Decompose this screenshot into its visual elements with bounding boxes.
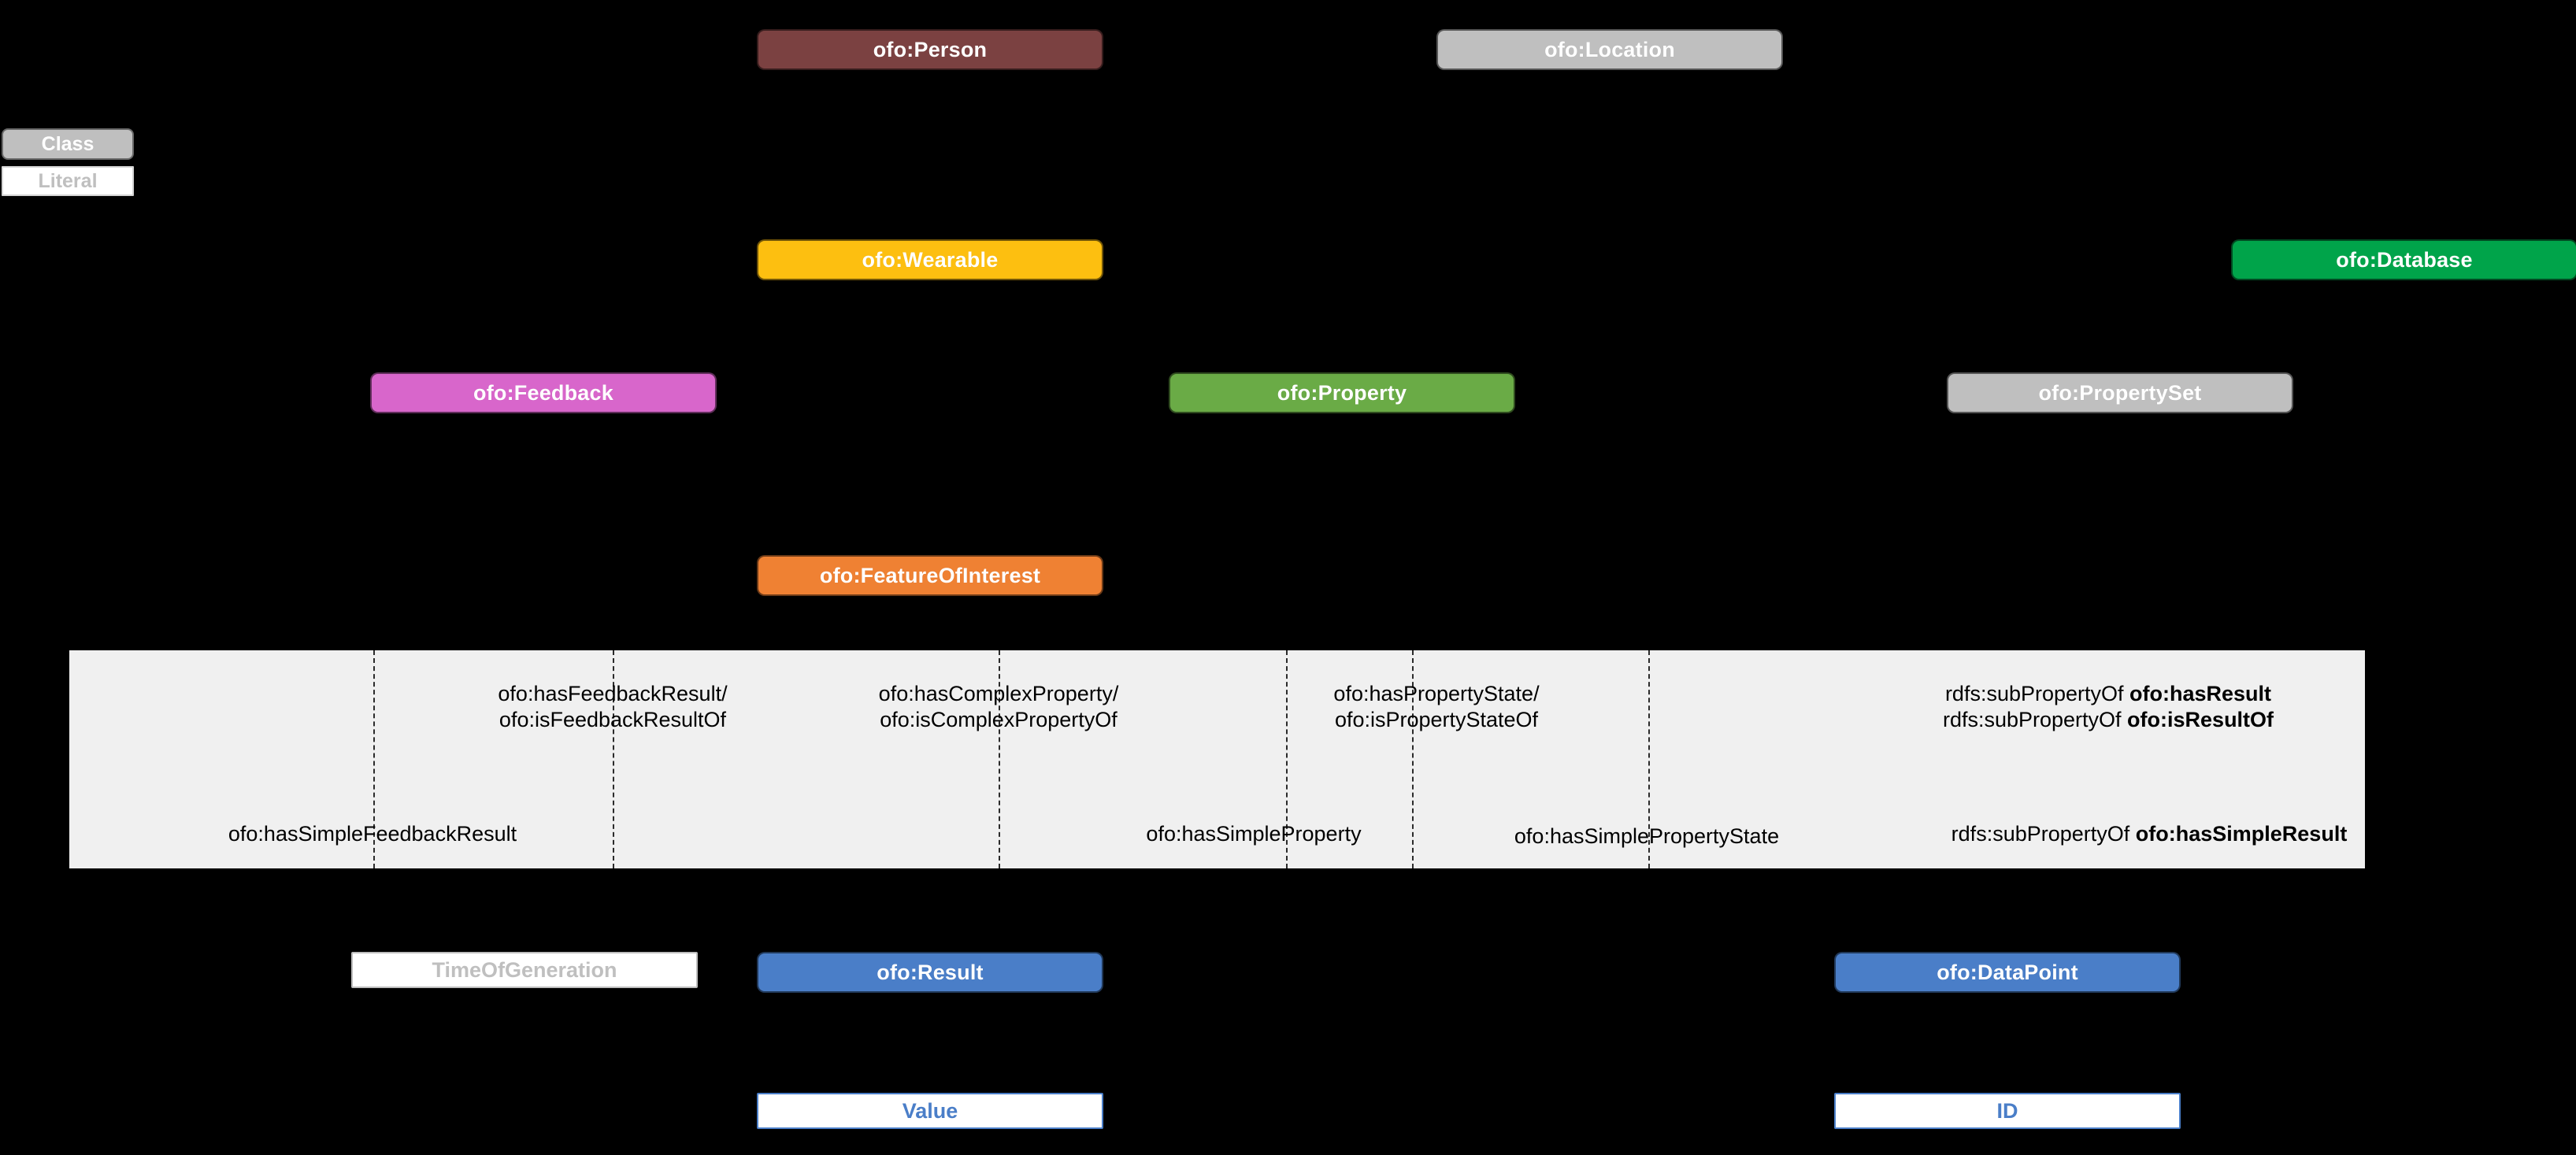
legend-class-label: Class [41, 132, 95, 155]
relation-label-line: ofo:hasComplexProperty/ [879, 681, 1119, 707]
node-label: ofo:Feedback [473, 380, 613, 405]
node-label: ID [1996, 1098, 2018, 1123]
relation-label-prefix: rdfs:subPropertyOf [1951, 822, 2136, 846]
panel-divider-5 [1648, 650, 1650, 868]
node-result[interactable]: ofo:Result [757, 952, 1103, 993]
node-person[interactable]: ofo:Person [757, 29, 1103, 70]
node-label: ofo:Result [877, 960, 984, 984]
relation-label-subproperty-has-simple-result: rdfs:subPropertyOf ofo:hasSimpleResult [1951, 821, 2348, 847]
relation-label-text: ofo:isComplexPropertyOf [880, 707, 1118, 731]
relation-label-has-simple-property-state: ofo:hasSimplePropertyState [1514, 824, 1779, 850]
relation-label-prefix: rdfs:subPropertyOf [1942, 707, 2128, 731]
node-label: ofo:Location [1544, 37, 1675, 61]
relation-label-prefix: rdfs:subPropertyOf [1944, 682, 2130, 705]
panel-divider-0 [373, 650, 375, 868]
node-wearable[interactable]: ofo:Wearable [757, 239, 1103, 280]
relation-label-line: ofo:isFeedbackResultOf [498, 707, 727, 733]
relation-label-text: ofo:isResultOf [2127, 707, 2274, 731]
relation-label-has-feedback-result: ofo:hasFeedbackResult/ofo:isFeedbackResu… [498, 681, 727, 733]
panel-divider-3 [1286, 650, 1288, 868]
node-propertyset[interactable]: ofo:PropertySet [1947, 372, 2293, 413]
relation-label-text: ofo:hasSimpleFeedbackResult [228, 822, 517, 846]
relation-label-text: ofo:isFeedbackResultOf [499, 707, 727, 731]
relation-label-text: ofo:hasSimpleProperty [1146, 822, 1362, 846]
node-value[interactable]: Value [757, 1093, 1103, 1129]
relation-label-line: ofo:hasSimpleFeedbackResult [228, 821, 517, 847]
node-property[interactable]: ofo:Property [1169, 372, 1515, 413]
relation-label-line: rdfs:subPropertyOf ofo:hasSimpleResult [1951, 821, 2348, 847]
node-label: ofo:Wearable [862, 247, 999, 272]
relation-label-text: ofo:hasComplexProperty/ [878, 682, 1119, 705]
legend-class-swatch: Class [2, 128, 134, 160]
relation-label-text: ofo:hasPropertyState/ [1333, 682, 1540, 705]
relation-label-text: ofo:hasResult [2129, 682, 2272, 705]
panel-divider-4 [1412, 650, 1414, 868]
node-location[interactable]: ofo:Location [1436, 29, 1783, 70]
node-label: TimeOfGeneration [432, 957, 617, 982]
relation-label-line: ofo:hasFeedbackResult/ [498, 681, 727, 707]
node-label: ofo:DataPoint [1937, 960, 2078, 984]
node-datapoint[interactable]: ofo:DataPoint [1834, 952, 2181, 993]
node-label: Value [902, 1098, 958, 1123]
node-id[interactable]: ID [1834, 1093, 2181, 1129]
legend-literal-label: Literal [38, 169, 98, 192]
panel-divider-2 [999, 650, 1000, 868]
relation-label-line: rdfs:subPropertyOf ofo:hasResult [1943, 681, 2274, 707]
relation-label-text: ofo:hasSimplePropertyState [1514, 824, 1780, 848]
relation-label-has-simple-property: ofo:hasSimpleProperty [1146, 821, 1361, 847]
relation-label-text: ofo:hasSimpleResult [2135, 822, 2348, 846]
node-label: ofo:PropertySet [2038, 380, 2202, 405]
node-label: ofo:Database [2336, 247, 2473, 272]
node-label: ofo:FeatureOfInterest [819, 563, 1041, 587]
node-timeofgeneration[interactable]: TimeOfGeneration [351, 952, 698, 988]
relation-label-line: ofo:hasPropertyState/ [1333, 681, 1539, 707]
relation-label-has-simple-feedback-result: ofo:hasSimpleFeedbackResult [228, 821, 517, 847]
relation-label-has-property-state: ofo:hasPropertyState/ofo:isPropertyState… [1333, 681, 1539, 733]
node-label: ofo:Person [873, 37, 988, 61]
node-featureofinterest[interactable]: ofo:FeatureOfInterest [757, 555, 1103, 596]
panel-divider-1 [613, 650, 614, 868]
node-label: ofo:Property [1277, 380, 1407, 405]
relation-label-line: ofo:hasSimplePropertyState [1514, 824, 1779, 850]
relation-label-line: ofo:hasSimpleProperty [1146, 821, 1361, 847]
relation-label-has-complex-property: ofo:hasComplexProperty/ofo:isComplexProp… [879, 681, 1119, 733]
relation-panel: ofo:hasSimpleFeedbackResult ofo:hasFeedba… [69, 650, 2365, 868]
node-feedback[interactable]: ofo:Feedback [370, 372, 717, 413]
relation-label-line: ofo:isComplexPropertyOf [879, 707, 1119, 733]
legend-literal-swatch: Literal [2, 166, 134, 196]
node-database[interactable]: ofo:Database [2231, 239, 2576, 280]
relation-label-text: ofo:hasFeedbackResult/ [498, 682, 728, 705]
relation-label-text: ofo:isPropertyStateOf [1334, 707, 1539, 731]
relation-label-line: ofo:isPropertyStateOf [1333, 707, 1539, 733]
relation-label-line: rdfs:subPropertyOf ofo:isResultOf [1943, 707, 2274, 733]
